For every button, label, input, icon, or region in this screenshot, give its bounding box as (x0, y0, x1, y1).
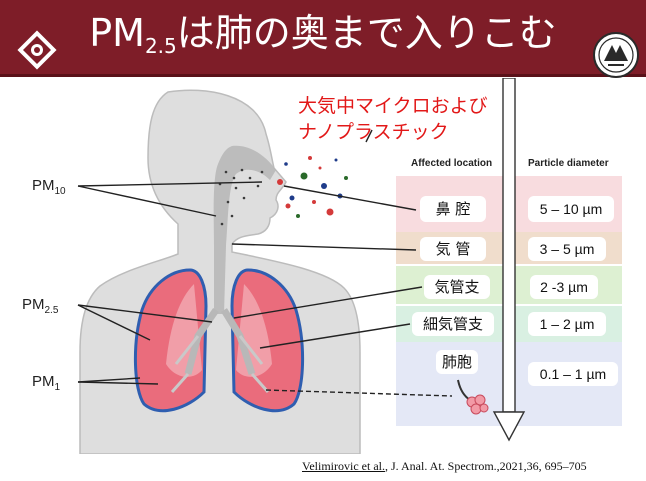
citation: Velimirovic et al., J. Anal. At. Spectro… (302, 459, 587, 474)
